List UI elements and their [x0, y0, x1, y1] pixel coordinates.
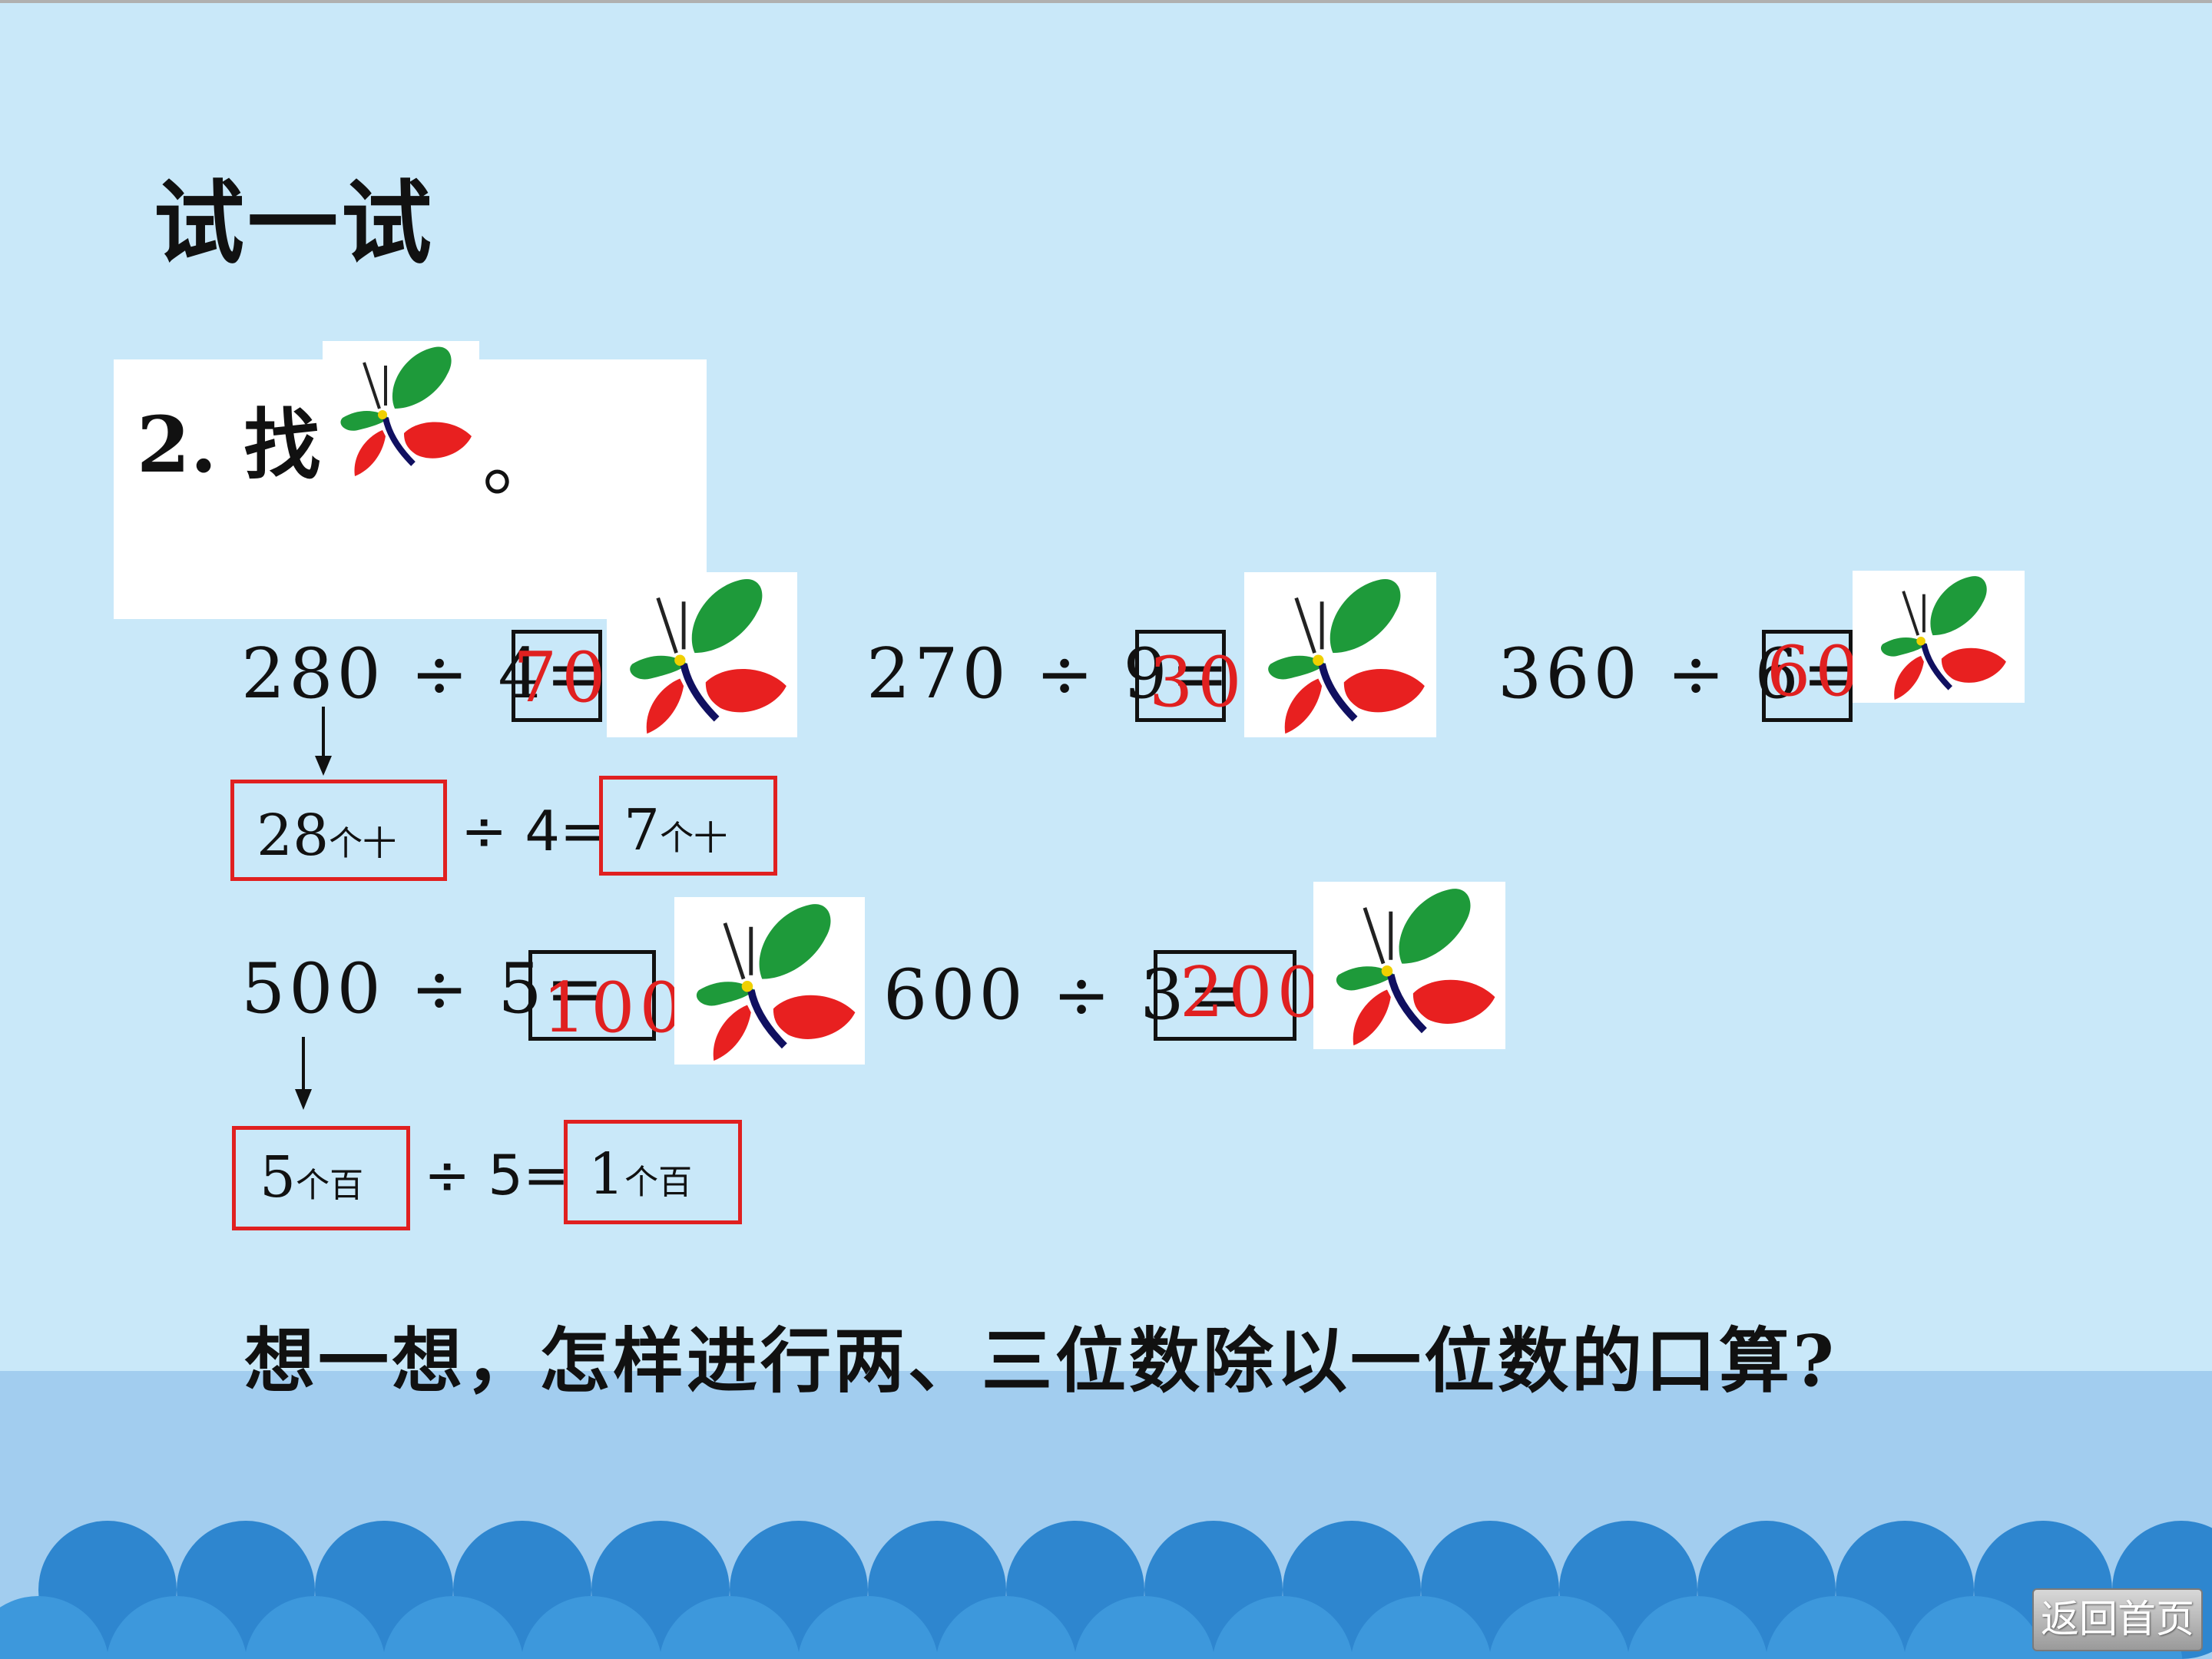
question-end-mark: 。 [482, 417, 559, 507]
answer-4: 100 [542, 968, 688, 1048]
page-title: 试一试 [154, 170, 435, 276]
arrow-down-icon [315, 707, 332, 776]
reasoning-box-left-2 [232, 1126, 410, 1230]
answer-2: 30 [1149, 642, 1247, 723]
answer-box-3[interactable] [1762, 630, 1853, 722]
flower-icon [1853, 571, 2025, 703]
question-card-tab [323, 341, 479, 364]
question-text: 2. 找 [137, 399, 321, 490]
answer-3: 60 [1767, 631, 1864, 712]
flower-icon [1313, 882, 1505, 1049]
flower-icon [607, 572, 797, 737]
flower-icon [324, 341, 478, 479]
answer-box-2[interactable] [1135, 630, 1226, 722]
reasoning-box-right-2 [564, 1120, 742, 1224]
wave-decoration [0, 1521, 2212, 1659]
reasoning-left-1: 28个十 [257, 803, 397, 869]
equation-4: 500 ÷ 5= [241, 949, 608, 1029]
answer-box-1[interactable] [512, 630, 602, 722]
reasoning-box-right-1 [599, 776, 777, 876]
top-border [0, 0, 2212, 3]
answer-box-5[interactable] [1154, 950, 1296, 1041]
reasoning-op-2: ÷ 5= [424, 1143, 570, 1207]
flower-icon [674, 897, 865, 1065]
reasoning-box-left-1 [230, 780, 447, 881]
flower-icon [1244, 572, 1436, 737]
think-prompt: 想一想，怎样进行两、三位数除以一位数的口算? [244, 1320, 1837, 1402]
answer-1: 70 [513, 637, 611, 718]
home-button[interactable]: 返回首页 [2032, 1588, 2203, 1651]
reasoning-right-1: 7个十 [624, 797, 728, 863]
equation-1: 280 ÷ 4= [241, 634, 608, 714]
equation-5: 600 ÷ 3= [883, 955, 1250, 1035]
equation-2: 270 ÷ 9= [866, 634, 1233, 714]
arrow-down-icon [295, 1037, 312, 1110]
reasoning-right-2: 1个百 [588, 1141, 693, 1207]
reasoning-left-2: 5个百 [260, 1144, 364, 1210]
equation-3: 360 ÷ 6= [1498, 634, 1865, 714]
answer-5: 200 [1180, 952, 1326, 1033]
reasoning-op-1: ÷ 4= [461, 799, 607, 863]
answer-box-4[interactable] [528, 950, 656, 1041]
